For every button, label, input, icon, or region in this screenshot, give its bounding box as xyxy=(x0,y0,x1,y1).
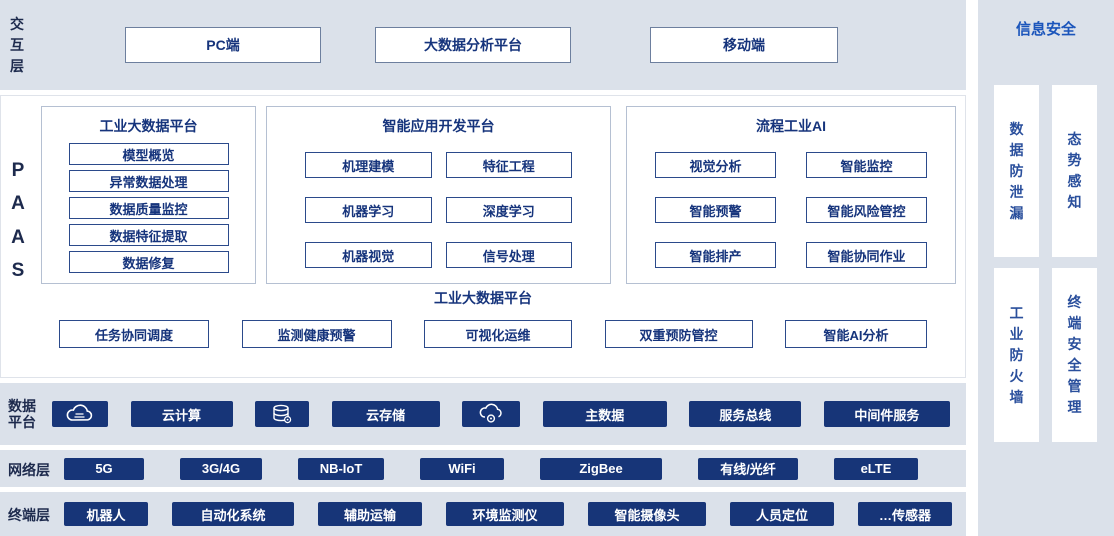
node-dual-prevention-control: 双重预防管控 xyxy=(604,320,753,348)
node-pc-client: PC端 xyxy=(125,27,321,63)
paas-layer-label: PAAS xyxy=(11,160,25,281)
group-item-list: 模型概览 异常数据处理 数据质量监控 数据特征提取 数据修复 xyxy=(68,143,229,273)
paas-layer: PAAS 工业大数据平台 模型概览 异常数据处理 数据质量监控 数据特征提取 数… xyxy=(0,95,966,378)
data-platform-band: 数据平台 云计算 xyxy=(0,383,966,445)
data-platform-items: 云计算 云存储 xyxy=(52,383,950,445)
group-process-industry-ai: 流程工业AI 视觉分析 智能监控 智能预警 智能风险管控 智能排产 智能协同作业 xyxy=(626,106,956,284)
group-item-grid: 机理建模 特征工程 机器学习 深度学习 机器视觉 信号处理 xyxy=(267,152,610,268)
terminal-layer-label: 终端层 xyxy=(8,507,50,523)
group-intelligent-app-dev-platform: 智能应用开发平台 机理建模 特征工程 机器学习 深度学习 机器视觉 信号处理 xyxy=(266,106,611,284)
terminal-layer-items: 机器人 自动化系统 辅助运输 环境监测仪 智能摄像头 人员定位 …传感器 xyxy=(64,492,952,536)
node-elte: eLTE xyxy=(834,457,918,480)
main-diagram-area: 交互层 PC端 大数据分析平台 移动端 PAAS 工业大数据平台 模型概览 异常… xyxy=(0,0,966,536)
node-middleware-service: 中间件服务 xyxy=(823,401,950,427)
node-cloud-computing: 云计算 xyxy=(130,401,233,427)
node-data-quality-monitoring: 数据质量监控 xyxy=(68,197,229,219)
bottom-section-row: 任务协同调度 监测健康预警 可视化运维 双重预防管控 智能AI分析 xyxy=(59,320,927,348)
node-smart-camera: 智能摄像头 xyxy=(588,502,706,526)
node-task-coordination: 任务协同调度 xyxy=(59,320,209,348)
node-5g: 5G xyxy=(64,457,144,480)
node-cloud-storage: 云存储 xyxy=(331,401,440,427)
cloud-icon xyxy=(52,401,108,427)
terminal-layer-band: 终端层 机器人 自动化系统 辅助运输 环境监测仪 智能摄像头 人员定位 …传感器 xyxy=(0,492,966,536)
node-3g4g: 3G/4G xyxy=(180,457,262,480)
node-machine-learning: 机器学习 xyxy=(305,197,432,223)
interaction-layer-band: 交互层 PC端 大数据分析平台 移动端 xyxy=(0,0,966,90)
data-platform-label: 数据平台 xyxy=(8,398,36,431)
group-title: 流程工业AI xyxy=(756,118,826,134)
node-zigbee: ZigBee xyxy=(540,457,662,480)
network-layer-label: 网络层 xyxy=(8,462,50,478)
group-title: 智能应用开发平台 xyxy=(382,118,495,134)
node-intelligent-risk-control: 智能风险管控 xyxy=(806,197,927,223)
node-bigdata-analysis-platform: 大数据分析平台 xyxy=(375,27,571,63)
node-environment-monitor: 环境监测仪 xyxy=(446,502,564,526)
node-model-overview: 模型概览 xyxy=(68,143,229,165)
node-data-feature-extraction: 数据特征提取 xyxy=(68,224,229,246)
node-mobile-client: 移动端 xyxy=(650,27,838,63)
node-abnormal-data-handling: 异常数据处理 xyxy=(68,170,229,192)
node-visual-analysis: 视觉分析 xyxy=(655,152,776,178)
group-item-grid: 视觉分析 智能监控 智能预警 智能风险管控 智能排产 智能协同作业 xyxy=(627,152,955,268)
node-automation-system: 自动化系统 xyxy=(172,502,294,526)
node-wired-fiber: 有线/光纤 xyxy=(698,457,798,480)
node-more-sensors: …传感器 xyxy=(858,502,952,526)
node-terminal-security-management: 终端安全管理 xyxy=(1052,268,1097,442)
node-intelligent-early-warning: 智能预警 xyxy=(655,197,776,223)
node-deep-learning: 深度学习 xyxy=(445,197,572,223)
node-service-bus: 服务总线 xyxy=(689,401,802,427)
bottom-section-title: 工业大数据平台 xyxy=(434,290,532,306)
node-visual-operations: 可视化运维 xyxy=(424,320,572,348)
node-mechanism-modeling: 机理建模 xyxy=(305,152,432,178)
node-data-repair: 数据修复 xyxy=(68,251,229,273)
group-title: 工业大数据平台 xyxy=(99,118,198,134)
node-intelligent-ai-analysis: 智能AI分析 xyxy=(785,320,927,348)
node-intelligent-monitoring: 智能监控 xyxy=(806,152,927,178)
network-layer-band: 网络层 5G 3G/4G NB-IoT WiFi ZigBee 有线/光纤 eL… xyxy=(0,450,966,487)
interaction-layer-label: 交互层 xyxy=(10,16,24,74)
node-personnel-positioning: 人员定位 xyxy=(730,502,834,526)
node-robot: 机器人 xyxy=(64,502,148,526)
node-signal-processing: 信号处理 xyxy=(445,242,572,268)
node-industrial-firewall: 工业防火墙 xyxy=(994,268,1039,442)
cloud-gear-icon xyxy=(462,401,521,427)
group-industrial-bigdata-platform: 工业大数据平台 模型概览 异常数据处理 数据质量监控 数据特征提取 数据修复 xyxy=(41,106,256,284)
node-machine-vision: 机器视觉 xyxy=(305,242,432,268)
information-security-title: 信息安全 xyxy=(1015,21,1076,38)
node-intelligent-collaboration: 智能协同作业 xyxy=(806,242,927,268)
network-layer-items: 5G 3G/4G NB-IoT WiFi ZigBee 有线/光纤 eLTE xyxy=(64,450,918,487)
node-wifi: WiFi xyxy=(420,457,504,480)
node-health-monitoring-warning: 监测健康预警 xyxy=(241,320,392,348)
node-feature-engineering: 特征工程 xyxy=(445,152,572,178)
node-data-leak-prevention: 数据防泄漏 xyxy=(994,85,1039,257)
node-auxiliary-transport: 辅助运输 xyxy=(318,502,422,526)
node-master-data: 主数据 xyxy=(542,401,667,427)
node-situational-awareness: 态势感知 xyxy=(1052,85,1097,257)
database-icon xyxy=(255,401,310,427)
information-security-panel: 信息安全 数据防泄漏 态势感知 工业防火墙 终端安全管理 xyxy=(978,0,1114,536)
node-intelligent-scheduling: 智能排产 xyxy=(655,242,776,268)
node-nbiot: NB-IoT xyxy=(298,457,384,480)
